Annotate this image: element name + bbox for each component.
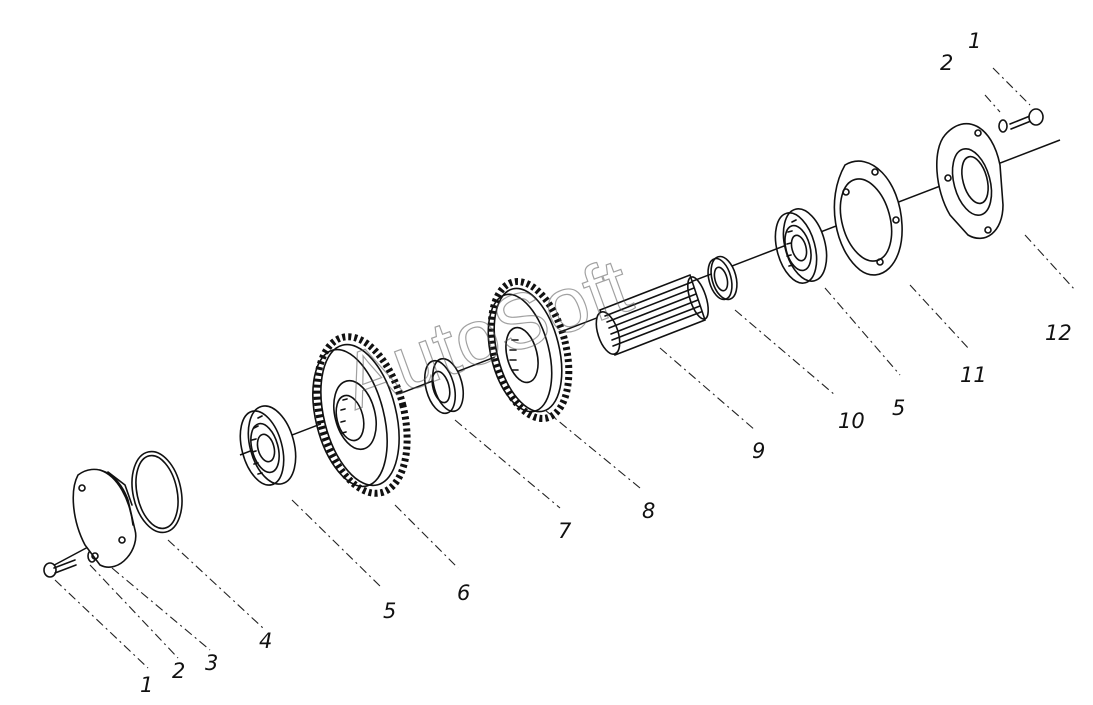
callout-1-right: 1 — [968, 29, 981, 53]
bearing-left — [239, 405, 297, 486]
callout-9: 9 — [752, 439, 765, 463]
splined-shaft — [595, 273, 710, 357]
callout-5-right: 5 — [892, 396, 905, 420]
callout-5-left: 5 — [383, 599, 396, 623]
medium-gear — [487, 278, 573, 422]
callout-2-right: 2 — [940, 51, 953, 75]
end-cover-left — [72, 468, 137, 568]
o-ring — [131, 450, 183, 534]
large-gear — [312, 333, 411, 497]
thrust-washer — [707, 255, 738, 301]
callout-7: 7 — [558, 519, 572, 543]
callout-2-left: 2 — [172, 659, 185, 683]
bolt-left — [43, 559, 77, 578]
callout-12: 12 — [1045, 321, 1072, 345]
bearing-cap — [936, 122, 1004, 240]
callout-6: 6 — [457, 581, 470, 605]
watermark-text: AutoSoft — [331, 241, 643, 426]
gasket — [833, 160, 903, 276]
spacer-bushing — [423, 357, 465, 415]
callout-10: 10 — [838, 409, 865, 433]
bearing-right — [774, 208, 828, 284]
callout-labels: 1 2 3 4 5 6 7 8 9 10 5 11 12 2 1 — [140, 29, 1072, 697]
callout-1-left: 1 — [140, 673, 153, 697]
callout-3: 3 — [205, 651, 218, 675]
callout-11: 11 — [960, 363, 987, 387]
callout-4: 4 — [259, 629, 272, 653]
washer-right — [998, 119, 1008, 133]
callout-8: 8 — [642, 499, 655, 523]
leader-lines — [54, 67, 1076, 669]
bolt-right — [1009, 108, 1044, 130]
